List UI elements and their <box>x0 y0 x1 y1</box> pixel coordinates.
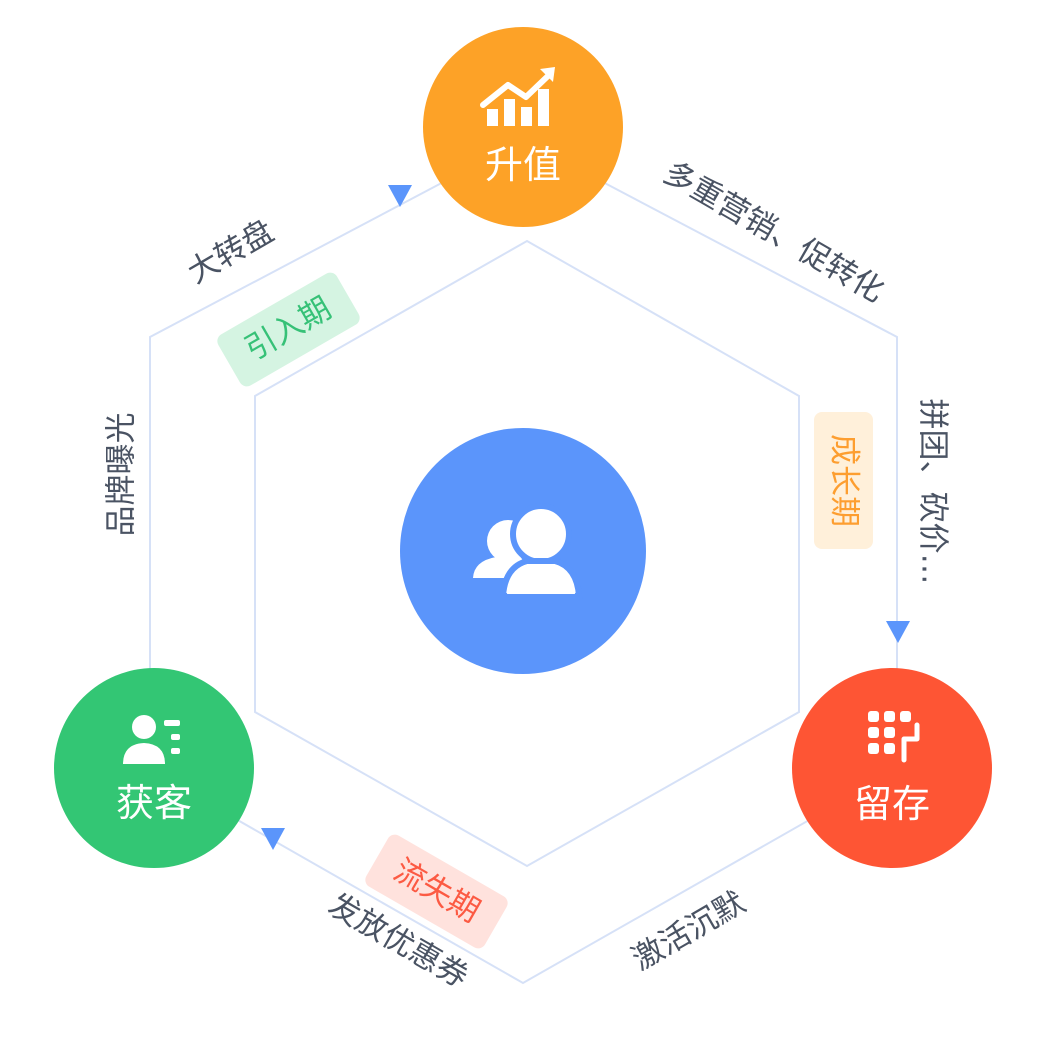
node-huoke: 获客 <box>54 668 254 868</box>
users-icon <box>473 503 583 599</box>
chart-up-icon <box>480 67 555 126</box>
node-liucun-label: 留存 <box>853 782 930 826</box>
phase-growth-badge: 成长期 <box>814 412 873 549</box>
arrow-top-left <box>388 185 412 207</box>
grid-dots-icon <box>868 711 920 763</box>
user-card-icon <box>123 715 180 764</box>
node-huoke-label: 获客 <box>115 781 192 825</box>
edge-label-left: 品牌曝光 <box>103 412 140 537</box>
arrow-bottom-left <box>261 828 285 850</box>
inner-hexagon <box>254 239 800 868</box>
arrow-right <box>886 621 910 643</box>
center-node <box>400 428 646 674</box>
node-shengzhi-label: 升值 <box>484 143 561 187</box>
outer-hexagon <box>149 138 898 985</box>
edge-label-right: 拼团、砍价… <box>914 398 951 585</box>
node-liucun: 留存 <box>792 668 992 868</box>
node-shengzhi: 升值 <box>423 27 623 227</box>
